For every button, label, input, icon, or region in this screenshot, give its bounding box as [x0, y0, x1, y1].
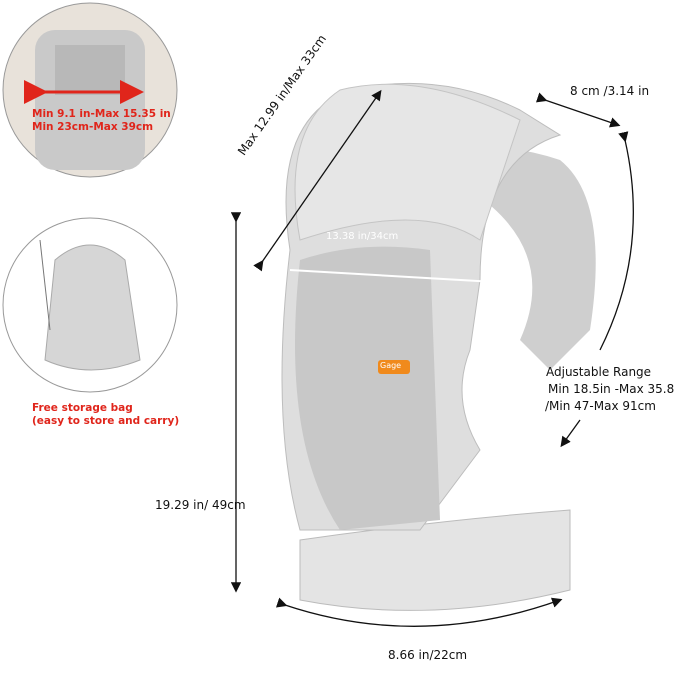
back-range-cm: Min 23cm-Max 39cm — [32, 121, 154, 133]
carrier-body — [281, 82, 596, 611]
storage-bag-title: Free storage bag — [32, 402, 133, 414]
height-label: 19.29 in/ 49cm — [155, 498, 246, 512]
hood-width-label: 13.38 in/34cm — [326, 231, 399, 242]
dimension-arrows — [230, 89, 634, 627]
strap-width-label: 8 cm /3.14 in — [570, 84, 650, 98]
range-in: Min 18.5in -Max 35.8 in — [548, 382, 679, 396]
brand-tag — [378, 360, 410, 374]
storage-bag-desc: (easy to store and carry) — [32, 415, 180, 427]
range-title: Adjustable Range — [546, 365, 652, 379]
back-range-in: Min 9.1 in-Max 15.35 in — [32, 108, 171, 120]
waist-label: 8.66 in/22cm — [388, 648, 468, 662]
range-cm: /Min 47-Max 91cm — [545, 399, 656, 413]
back-view-inset — [2, 2, 178, 178]
brand-label: Gage — [380, 361, 402, 370]
storage-bag-inset — [2, 217, 178, 393]
